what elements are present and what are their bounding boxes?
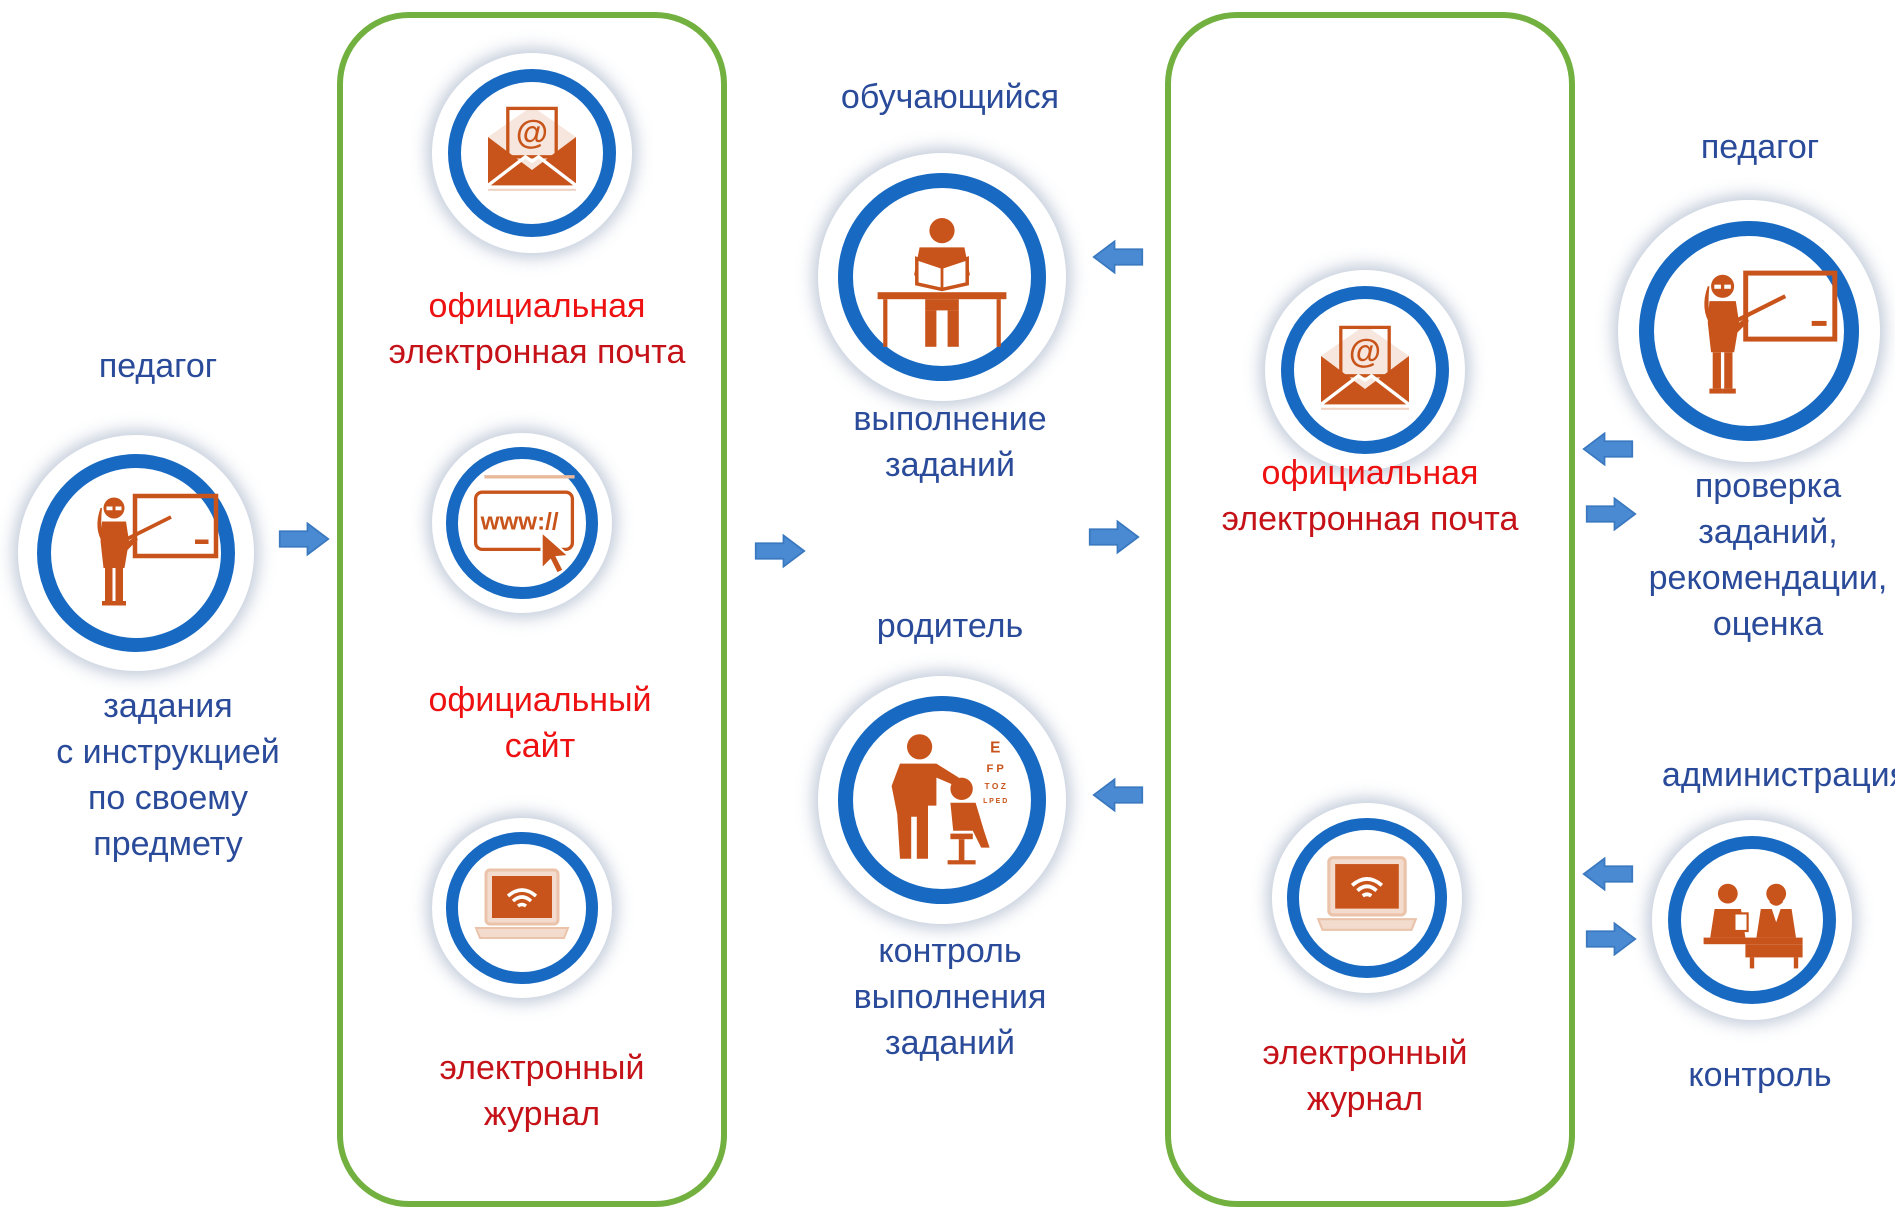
parent-checking-icon — [872, 730, 1012, 870]
email-envelope-icon — [477, 93, 587, 203]
website-browser-icon — [469, 468, 579, 578]
student-reading-icon — [872, 211, 1012, 351]
arrow-channel-to-teacher — [1585, 495, 1637, 533]
left-site-circle — [432, 433, 612, 613]
laptop-wifi-icon — [472, 858, 572, 958]
left-teacher-label: педагог — [98, 347, 218, 385]
left-journal-circle — [432, 818, 612, 998]
admin-circle — [1652, 820, 1852, 1020]
left-task-text: задания с инструкцией по своему предмету — [56, 687, 280, 863]
left-journal-label: электронный журнал — [439, 1049, 645, 1133]
admin-action-text: контроль — [1688, 1056, 1832, 1094]
laptop-wifi-icon — [1314, 845, 1420, 951]
administration-meeting-icon — [1697, 865, 1807, 975]
arrow-to-right-channels — [1088, 518, 1140, 556]
parent-label: родитель — [876, 607, 1024, 645]
parent-circle — [818, 676, 1066, 924]
right-channels-panel — [1165, 12, 1575, 1207]
arrow-teacher-to-channels — [278, 520, 330, 558]
arrow-to-parent — [1092, 776, 1144, 814]
left-channels-panel — [337, 12, 727, 1207]
arrow-channels-to-recipients — [754, 532, 806, 570]
arrow-channel-to-admin — [1585, 920, 1637, 958]
student-action-text: выполнение заданий — [853, 400, 1047, 484]
admin-label: администрация — [1661, 756, 1895, 794]
right-teacher-circle — [1618, 200, 1880, 462]
student-circle — [818, 153, 1066, 401]
left-site-label: официальный сайт — [428, 681, 652, 765]
left-teacher-circle — [18, 435, 254, 671]
left-email-label: официальная электронная почта — [388, 287, 686, 371]
email-envelope-icon — [1310, 312, 1420, 422]
right-teacher-label: педагог — [1700, 128, 1820, 166]
arrow-teacher-to-channel — [1582, 430, 1634, 468]
student-label: обучающийся — [840, 78, 1060, 116]
teacher-at-board-icon — [78, 475, 228, 625]
right-journal-circle — [1272, 803, 1462, 993]
right-teacher-action-text: проверка заданий, рекомендации, оценка — [1648, 467, 1888, 643]
arrow-to-student — [1092, 238, 1144, 276]
right-email-label: официальная электронная почта — [1221, 454, 1519, 538]
teacher-at-board-icon — [1683, 250, 1848, 415]
parent-action-text: контроль выполнения заданий — [853, 932, 1047, 1062]
arrow-admin-to-channel — [1582, 855, 1634, 893]
right-email-circle — [1265, 270, 1465, 470]
left-email-circle — [432, 53, 632, 253]
right-journal-label: электронный журнал — [1262, 1034, 1468, 1118]
